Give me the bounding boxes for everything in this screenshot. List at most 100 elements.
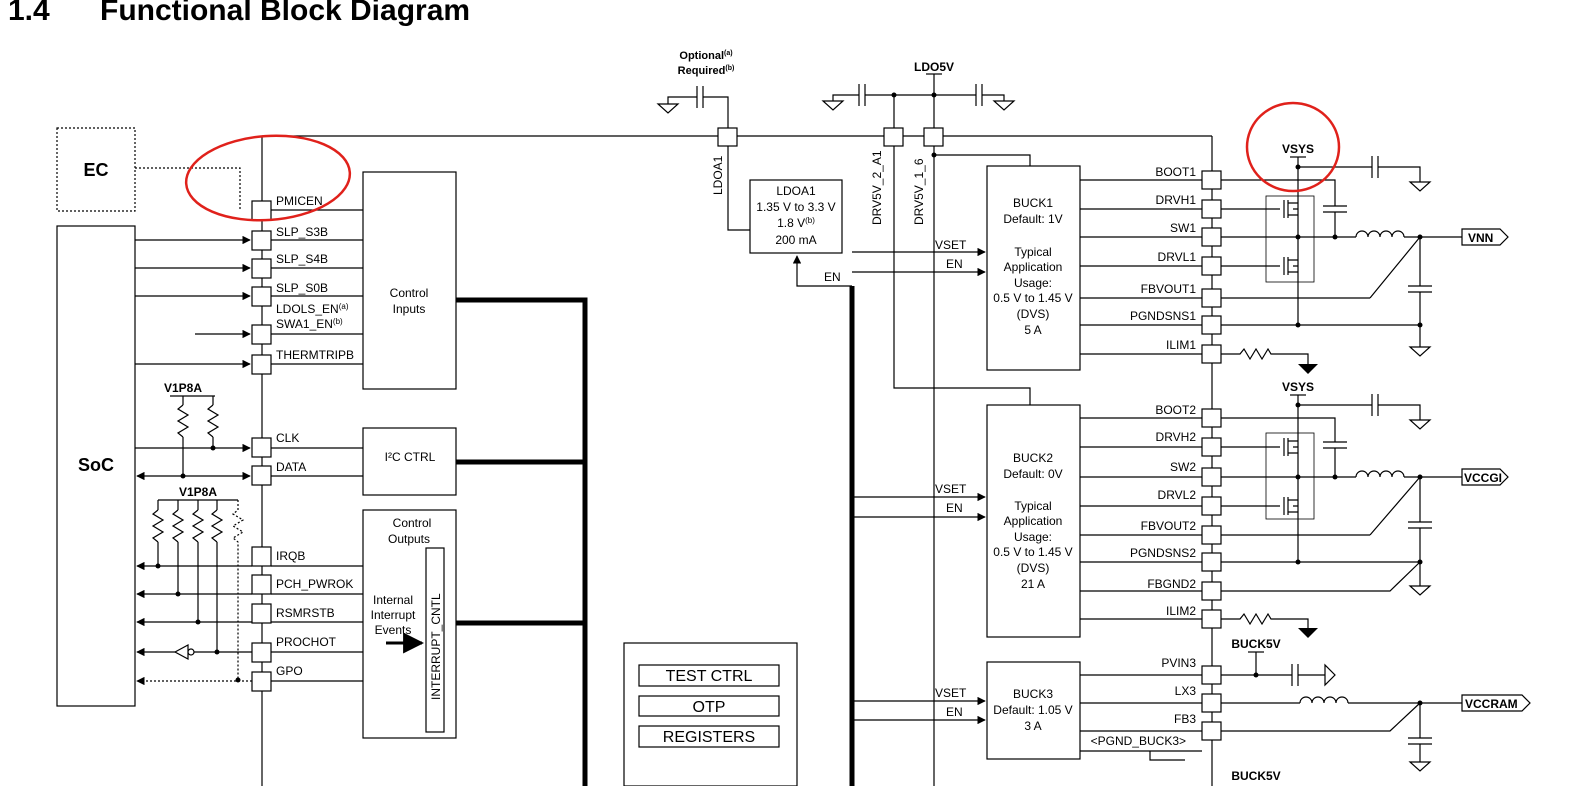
ldo5v-label: LDO5V bbox=[914, 60, 954, 74]
pin-boot2 bbox=[1201, 408, 1222, 428]
buck1-line2: Default: 1V bbox=[1003, 212, 1062, 226]
buck3-line2: Default: 1.05 V bbox=[993, 703, 1072, 717]
buck3-en-label: EN bbox=[946, 705, 963, 719]
i2c-ctrl-label: I²C CTRL bbox=[385, 450, 436, 464]
buck2-pin-label-1: DRVH2 bbox=[1156, 430, 1197, 444]
buck3-external-circuit bbox=[1149, 651, 1462, 772]
ldoa1-line2: 1.35 V to 3.3 V bbox=[756, 200, 835, 214]
buck2-line9: 21 A bbox=[1021, 577, 1045, 591]
buck3-block bbox=[986, 661, 1081, 760]
ldols-en-text: LDOLS_EN bbox=[276, 302, 339, 316]
v1p8a-label-2: V1P8A bbox=[179, 485, 217, 499]
pin-label-slp-s3b: SLP_S3B bbox=[276, 225, 328, 239]
buck2-external-circuit bbox=[1221, 394, 1462, 638]
buck2-pin-label-2: SW2 bbox=[1170, 460, 1196, 474]
pin-label-rsmrstb: RSMRSTB bbox=[276, 606, 335, 620]
optional-label: Optional(a) bbox=[679, 50, 732, 62]
vccram-output-tag bbox=[1461, 694, 1531, 712]
pin-ilim1 bbox=[1201, 344, 1222, 364]
buck2-pin-label-4: FBVOUT2 bbox=[1141, 519, 1197, 533]
pin-ilim2 bbox=[1201, 609, 1222, 629]
buck2-pin-label-7: ILIM2 bbox=[1166, 604, 1196, 618]
buck1-pins bbox=[1080, 170, 1222, 364]
swa1-en-sup: (b) bbox=[333, 317, 343, 326]
ldoa1-pin-label: LDOA1 bbox=[711, 155, 725, 195]
pin-lx3 bbox=[1201, 693, 1222, 713]
buck3-pin-label-2: FB3 bbox=[1174, 712, 1196, 726]
buck2-line7: 0.5 V to 1.45 V bbox=[993, 545, 1072, 559]
pin-slp-s3b bbox=[251, 230, 272, 251]
pin-pvin3 bbox=[1201, 665, 1222, 685]
buck3-line3: 3 A bbox=[1024, 719, 1041, 733]
buck1-pin-label-5: PGNDSNS1 bbox=[1130, 309, 1196, 323]
buck1-pin-label-1: DRVH1 bbox=[1156, 193, 1197, 207]
annotation-circle-vsys bbox=[1245, 101, 1341, 193]
buck1-pin-label-6: ILIM1 bbox=[1166, 338, 1196, 352]
buck1-en-label: EN bbox=[946, 257, 963, 271]
pin-fb3 bbox=[1201, 721, 1222, 741]
ldoa1-en-line bbox=[792, 255, 852, 287]
pullup-resistors-top bbox=[170, 395, 220, 479]
buck1-vset-label: VSET bbox=[935, 238, 967, 252]
pin-label-pmicen: PMICEN bbox=[276, 194, 323, 208]
pin-drvh2 bbox=[1201, 437, 1222, 457]
drv5v-2-label: DRV5V_2_A1 bbox=[870, 150, 884, 225]
pin-fbvout2 bbox=[1201, 525, 1222, 545]
drv5v-1-label: DRV5V_1_6 bbox=[912, 158, 926, 225]
pin-label-clk: CLK bbox=[276, 431, 299, 445]
pin-label-pch-pwrok: PCH_PWROK bbox=[276, 577, 353, 591]
pullup-resistors-bottom bbox=[151, 499, 245, 683]
buck2-line4: Typical bbox=[1014, 499, 1051, 513]
soc-block bbox=[56, 225, 136, 707]
buck1-line9: 5 A bbox=[1024, 323, 1041, 337]
buck2-en-label: EN bbox=[946, 501, 963, 515]
buck1-line1: BUCK1 bbox=[1013, 196, 1053, 210]
buck2-line1: BUCK2 bbox=[1013, 451, 1053, 465]
buck3-line1: BUCK3 bbox=[1013, 687, 1053, 701]
internal-interrupt-line1: Internal bbox=[373, 593, 413, 607]
left-pins bbox=[251, 200, 272, 692]
pin-drv5v-1 bbox=[923, 127, 944, 147]
ldoa1-output-cap bbox=[656, 86, 729, 128]
otp-label: OTP bbox=[693, 699, 726, 716]
ldoa1-line3-text: 1.8 V bbox=[777, 216, 805, 230]
test-ctrl-label: TEST CTRL bbox=[666, 668, 753, 685]
ldoa1-line3-sup: (b) bbox=[805, 216, 815, 225]
soc-output-arrows bbox=[136, 561, 252, 686]
control-outputs-line2: Outputs bbox=[388, 532, 430, 546]
buck1-vsys-label: VSYS bbox=[1282, 142, 1314, 156]
section-number: 1.4 bbox=[8, 0, 50, 27]
pin-pgndsns1 bbox=[1201, 315, 1222, 335]
ldoa1-line4: 200 mA bbox=[775, 233, 816, 247]
buck2-pin-label-0: BOOT2 bbox=[1155, 403, 1196, 417]
pin-drv5v-2 bbox=[883, 127, 904, 147]
buck1-block bbox=[986, 165, 1081, 371]
required-label: Required(b) bbox=[678, 65, 735, 77]
ldoa1-block bbox=[749, 179, 843, 254]
optional-text: Optional bbox=[679, 50, 724, 62]
control-inputs-line2: Inputs bbox=[393, 302, 426, 316]
ldoa1-line3: 1.8 V(b) bbox=[777, 216, 815, 230]
soc-input-arrows bbox=[135, 235, 251, 481]
ldoa1-en-label: EN bbox=[824, 270, 841, 284]
ldoa1-line1: LDOA1 bbox=[776, 184, 816, 198]
control-outputs-line1: Control bbox=[393, 516, 432, 530]
buck2-line5: Application bbox=[1004, 514, 1063, 528]
ec-label: EC bbox=[83, 160, 108, 180]
section-title: Functional Block Diagram bbox=[100, 0, 471, 27]
buck1-line8: (DVS) bbox=[1017, 307, 1050, 321]
buck1-pin-label-4: FBVOUT1 bbox=[1141, 282, 1197, 296]
pin-to-control-lines bbox=[271, 209, 363, 477]
bottom-buck5v-label: BUCK5V bbox=[1231, 769, 1280, 783]
required-sup: (b) bbox=[725, 65, 734, 72]
ec-block bbox=[56, 127, 136, 212]
pin-label-slp-s0b: SLP_S0B bbox=[276, 281, 328, 295]
buck3-supply-label: BUCK5V bbox=[1231, 637, 1280, 651]
buck3-pgnd-label: <PGND_BUCK3> bbox=[1091, 734, 1186, 748]
pin-slp-s4b bbox=[251, 258, 272, 279]
vnn-label: VNN bbox=[1468, 231, 1493, 245]
pin-gpo bbox=[251, 671, 272, 692]
pin-thermtripb bbox=[251, 354, 272, 375]
pin-label-swa1-en: SWA1_EN(b) bbox=[276, 317, 343, 331]
internal-interrupt-line2: Interrupt bbox=[371, 608, 416, 622]
